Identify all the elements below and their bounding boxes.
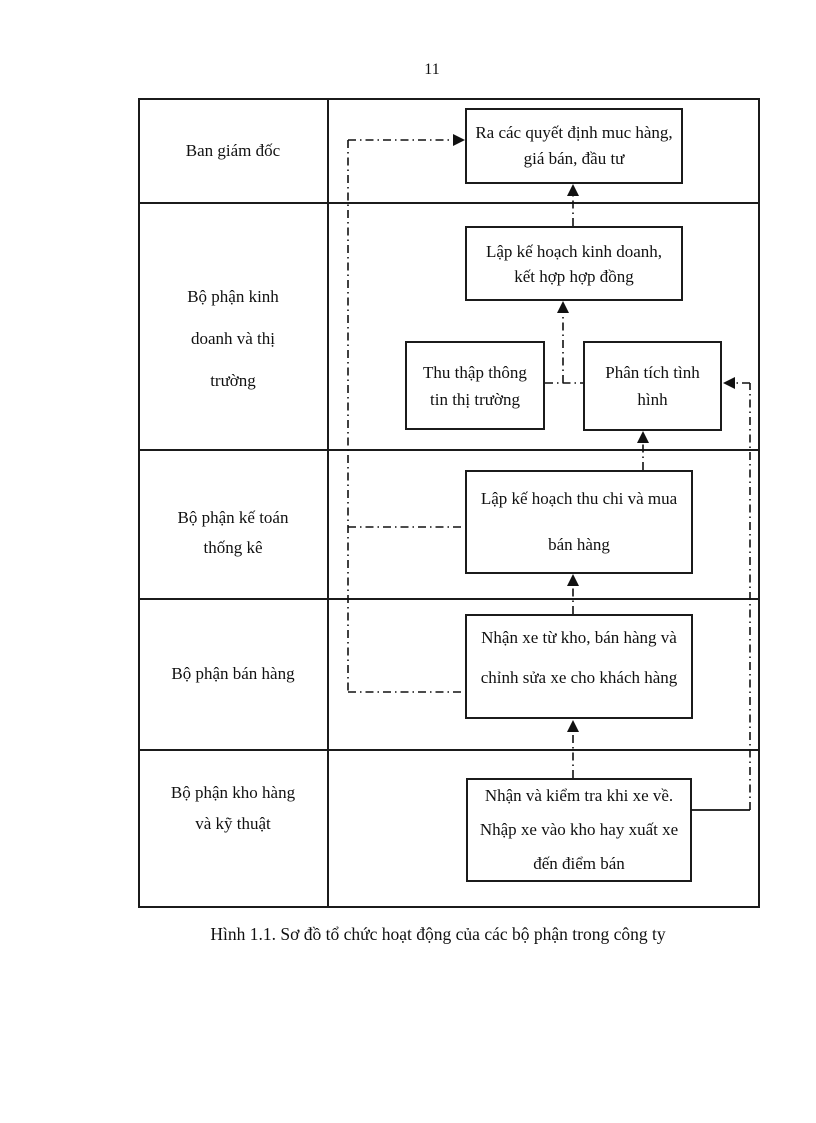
flow-box-finance-plan: Lập kế hoạch thu chi và mua bán hàng	[465, 470, 693, 574]
dept-label-warehouse-tech: Bộ phận kho hàng và kỹ thuật	[170, 782, 296, 833]
table-column-divider	[327, 98, 329, 908]
flow-box-collect-info: Thu thập thông tin thị trường	[405, 341, 545, 430]
org-table-frame	[138, 98, 760, 908]
flow-box-sales: Nhận xe từ kho, bán hàng và chỉnh sửa xe…	[465, 614, 693, 719]
table-row-divider-2	[138, 449, 760, 451]
dept-label-sales: Bộ phận bán hàng	[171, 663, 295, 683]
flow-box-analyze-situation: Phân tích tình hình	[583, 341, 722, 431]
dept-label-business-marketing: Bộ phận kinh doanh và thị trường	[187, 287, 279, 390]
table-row-divider-3	[138, 598, 760, 600]
dept-label-accounting: Bộ phận kế toán thống kê	[177, 508, 289, 557]
figure-caption: Hình 1.1. Sơ đồ tổ chức hoạt động của cá…	[210, 924, 666, 944]
flow-box-business-plan: Lập kế hoạch kinh doanh, kết hợp hợp đồn…	[465, 226, 683, 301]
table-row-divider-4	[138, 749, 760, 751]
page-number: 11	[424, 61, 440, 78]
flow-box-decision: Ra các quyết định muc hàng, giá bán, đầu…	[465, 108, 683, 184]
table-row-divider-1	[138, 202, 760, 204]
dept-label-board: Ban giám đốc	[185, 141, 281, 160]
flow-box-warehouse: Nhận và kiểm tra khi xe về. Nhập xe vào …	[466, 778, 692, 882]
